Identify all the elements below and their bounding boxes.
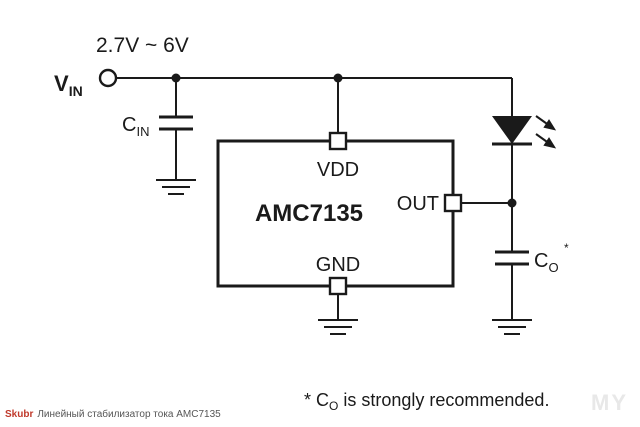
- co-label: CO: [534, 250, 559, 275]
- pin-out-square: [443, 193, 463, 213]
- junction-dot: [333, 73, 343, 83]
- supply-range-label: 2.7V ~ 6V: [96, 34, 189, 57]
- capacitor-co: [495, 250, 529, 266]
- pin-gnd-square: [328, 276, 348, 296]
- pin-gnd-label: GND: [316, 254, 360, 276]
- light-arrows-icon: [535, 115, 557, 149]
- ground-icon: [492, 319, 532, 335]
- recommendation-note: * CO is strongly recommended.: [304, 390, 549, 413]
- vin-label: VIN: [54, 71, 83, 99]
- chip-name-label: AMC7135: [255, 200, 363, 227]
- pin-vdd-square: [328, 131, 348, 151]
- junction-dot: [507, 198, 517, 208]
- ground-icon: [156, 179, 196, 195]
- cin-label: CIN: [122, 114, 149, 139]
- pin-out-label: OUT: [397, 193, 439, 215]
- co-asterisk: *: [564, 241, 569, 255]
- ground-icon: [318, 319, 358, 335]
- wires: [116, 77, 513, 320]
- vin-terminal: [98, 68, 118, 88]
- led-icon: [492, 115, 557, 149]
- junction-dot: [171, 73, 181, 83]
- footer-brand[interactable]: Skubr: [5, 409, 34, 420]
- ic-body: [216, 139, 455, 288]
- watermark: MY: [591, 390, 628, 415]
- pin-vdd-label: VDD: [317, 159, 359, 181]
- footer-caption-text: Линейный стабилизатор тока AMC7135: [37, 409, 221, 420]
- capacitor-cin: [159, 115, 193, 131]
